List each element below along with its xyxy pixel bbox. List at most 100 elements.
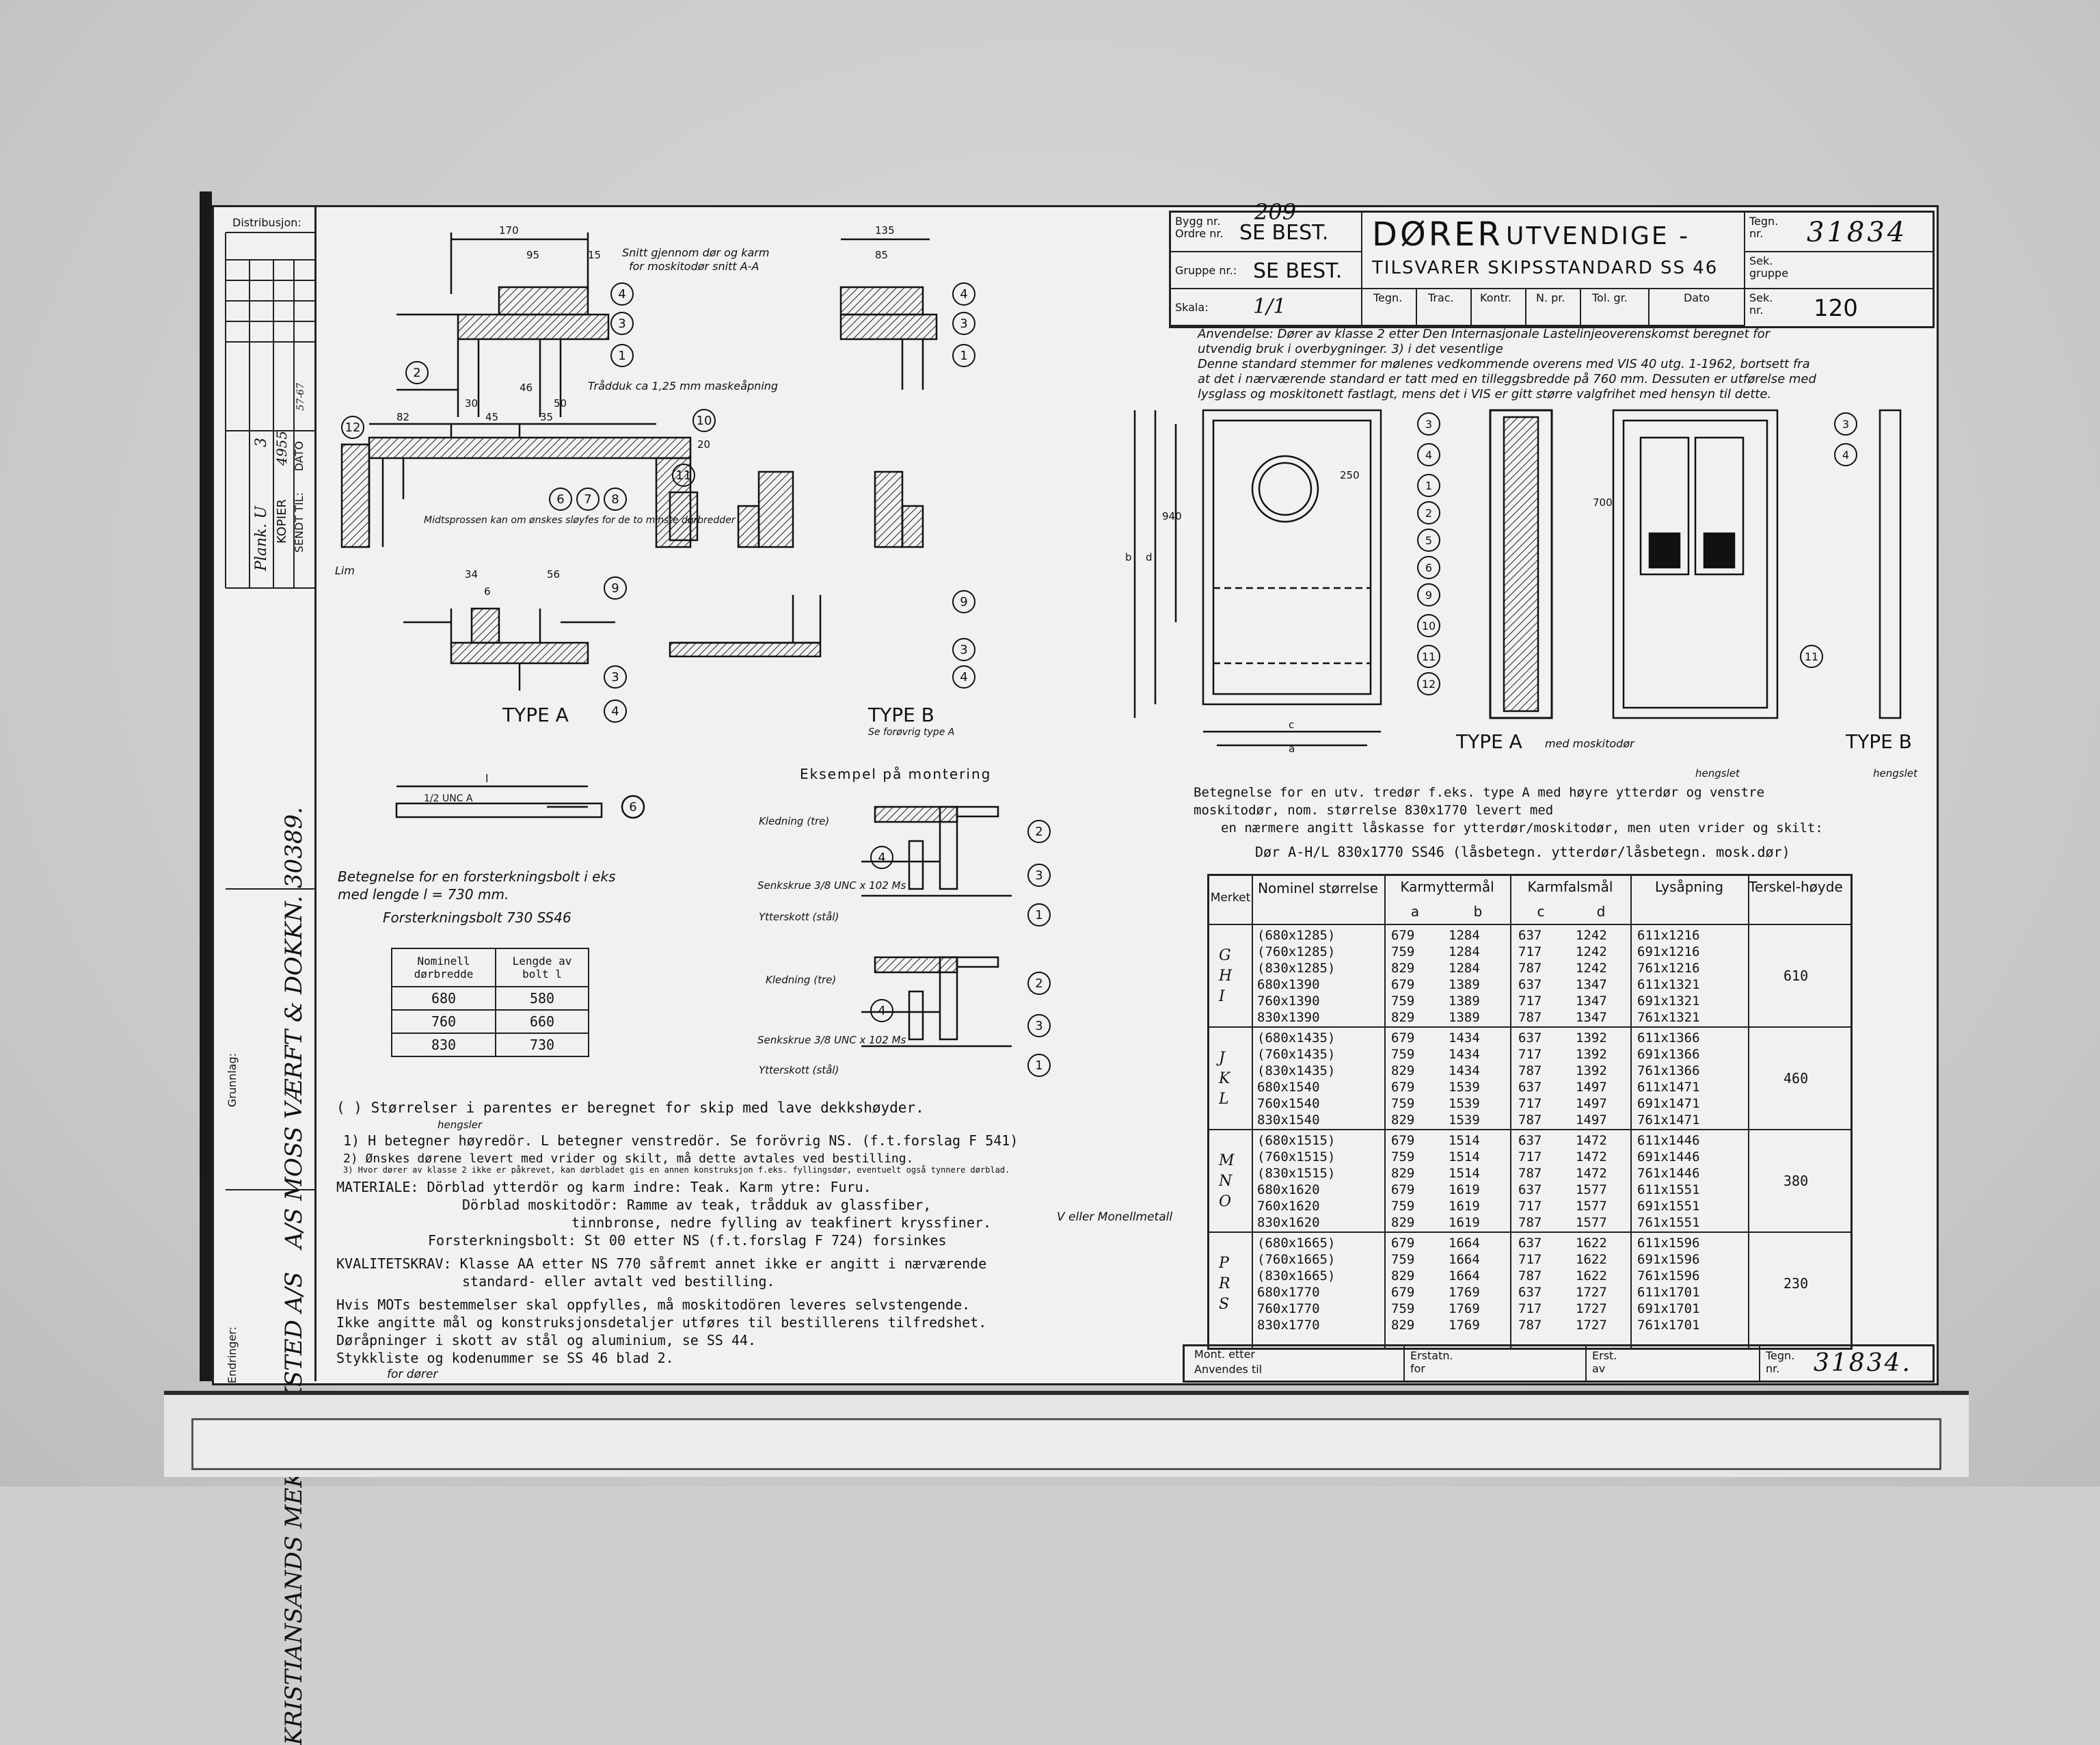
gruppe-label: Gruppe nr.: <box>1175 264 1237 277</box>
dim-700: 700 <box>1593 496 1613 509</box>
header-karmfals: Karmfalsmål <box>1527 879 1613 895</box>
table-cell: 787 <box>1518 1010 1542 1025</box>
table-cell: 1769 <box>1449 1318 1480 1333</box>
type-b-elevation-label: TYPE B <box>1846 730 1912 753</box>
lim-label: Lim <box>335 564 355 577</box>
table-cell: 691x1551 <box>1637 1199 1700 1214</box>
table-cell: 830x1390 <box>1257 1010 1320 1025</box>
note-line: 1) H betegner høyredör. L betegner venst… <box>343 1132 1019 1149</box>
table-cell: 1284 <box>1449 944 1480 959</box>
table-cell: 691x1471 <box>1637 1096 1700 1111</box>
note-line: Døråpninger i skott av stål og aluminium… <box>336 1332 757 1348</box>
table-cell: 691x1321 <box>1637 994 1700 1009</box>
table-cell: 760x1620 <box>1257 1199 1320 1214</box>
callout-3: 3 <box>1425 418 1432 431</box>
table-cell: 1347 <box>1576 977 1607 992</box>
table-cell: 787 <box>1518 1318 1542 1333</box>
dim-label: 95 <box>526 249 539 261</box>
callout-6: 6 <box>556 492 564 507</box>
callout-4: 4 <box>878 1004 885 1018</box>
table-cell: 679 <box>1391 1236 1415 1251</box>
callout-1: 1 <box>1425 479 1432 492</box>
table-cell: 637 <box>1518 928 1542 943</box>
drawing-sheet <box>212 205 1939 1385</box>
table-cell: 759 <box>1391 1199 1415 1214</box>
note-line: tinnbronse, nedre fylling av teakfinert … <box>571 1214 992 1231</box>
footer-divider <box>1585 1346 1587 1381</box>
table-cell: 830 <box>391 1033 496 1057</box>
table-cell: 730 <box>495 1033 589 1057</box>
header-merket: Merket <box>1210 891 1251 905</box>
table-cell: 717 <box>1518 944 1542 959</box>
terskel-value: 460 <box>1783 1070 1809 1087</box>
table-cell: 679 <box>1391 1182 1415 1197</box>
table-cell: 1539 <box>1449 1096 1480 1111</box>
group-divider <box>1209 1129 1850 1130</box>
callout-9: 9 <box>960 595 967 609</box>
skala-cell: Skala: 1/1 <box>1171 289 1362 326</box>
table-cell: 611x1551 <box>1637 1182 1700 1197</box>
callout-11: 11 <box>1805 650 1818 663</box>
table-cell: 1472 <box>1576 1149 1607 1164</box>
col-divider <box>1252 876 1253 1348</box>
table-cell: 1769 <box>1449 1285 1480 1300</box>
note-line: Dörblad moskitodör: Ramme av teak, trådd… <box>462 1197 932 1213</box>
bygg-label: Bygg nr. <box>1175 215 1221 228</box>
header-karmytter: Karmyttermål <box>1400 879 1494 895</box>
callout-4: 4 <box>618 287 625 302</box>
dim-label: 170 <box>499 224 519 237</box>
table-cell: 679 <box>1391 1285 1415 1300</box>
dim-c: c <box>1289 719 1294 731</box>
erst-label: Erst. av <box>1592 1349 1617 1375</box>
table-cell: 717 <box>1518 1199 1542 1214</box>
table-cell: 829 <box>1391 1268 1415 1283</box>
table-cell: 611x1446 <box>1637 1133 1700 1148</box>
callout-11: 11 <box>1422 650 1436 663</box>
terskel-value: 380 <box>1783 1173 1809 1189</box>
table-cell: 611x1216 <box>1637 928 1700 943</box>
table-cell: 717 <box>1518 1096 1542 1111</box>
designation-line: moskitodør, nom. størrelse 830x1770 leve… <box>1194 803 1554 818</box>
table-cell: 1434 <box>1449 1030 1480 1045</box>
mont-label: Mont. etter <box>1194 1348 1255 1361</box>
bygg-hand-number: 209 <box>1254 199 1297 225</box>
header-a: a <box>1410 903 1420 920</box>
sekgruppe-cell: Sek. gruppe <box>1745 252 1933 289</box>
table-cell: 1619 <box>1449 1182 1480 1197</box>
usage-line: at det i nærværende standard er tatt med… <box>1198 372 1816 386</box>
table-cell: 1664 <box>1449 1268 1480 1283</box>
gruppe-value: SE BEST. <box>1253 259 1343 283</box>
callout-4: 4 <box>960 670 967 684</box>
callout-6: 6 <box>629 800 636 814</box>
table-cell: 761x1216 <box>1637 961 1700 976</box>
table-cell: 759 <box>1391 1096 1415 1111</box>
kledning-label: Kledning (tre) <box>759 815 829 827</box>
table-cell: 1664 <box>1449 1236 1480 1251</box>
table-cell: (830x1515) <box>1257 1166 1336 1181</box>
table-cell: 760x1540 <box>1257 1096 1320 1111</box>
type-b-note: Se forøvrig type A <box>868 727 954 738</box>
table-cell: 580 <box>495 986 589 1011</box>
dim-label: 45 <box>485 411 498 423</box>
dim-label: 50 <box>554 397 567 410</box>
header-divider <box>1209 924 1850 925</box>
dim-label: 85 <box>875 249 888 261</box>
table-cell: 660 <box>495 1009 589 1034</box>
sendt-til-label: SENDT TIL: <box>293 492 306 553</box>
table-cell: 637 <box>1518 1236 1542 1251</box>
table-cell: 1497 <box>1576 1113 1607 1128</box>
bolt-table-header: Nominell dørbredde <box>391 948 496 987</box>
bygg-value: SE BEST. <box>1239 221 1329 245</box>
type-a-label: TYPE A <box>502 704 569 726</box>
table-cell: 829 <box>1391 1215 1415 1230</box>
dim-label: 135 <box>875 224 895 237</box>
table-cell: 680x1620 <box>1257 1182 1320 1197</box>
table-cell: 680x1540 <box>1257 1080 1320 1095</box>
header-d: d <box>1596 903 1606 920</box>
plank-label: Plank. U <box>253 506 270 571</box>
table-cell: (760x1285) <box>1257 944 1336 959</box>
callout-12: 12 <box>345 421 361 435</box>
table-cell: 1622 <box>1576 1252 1607 1267</box>
tegn-label: Tegn. <box>1373 291 1403 304</box>
monell-note: V eller Monellmetall <box>1057 1210 1173 1224</box>
